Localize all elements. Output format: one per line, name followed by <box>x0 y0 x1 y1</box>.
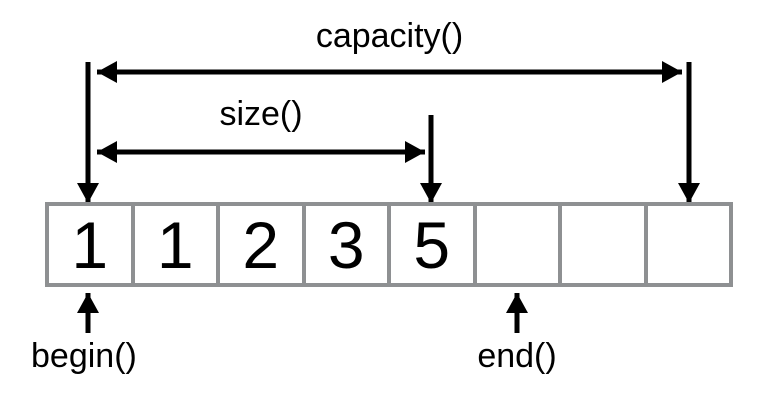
vector-cell-3: 3 <box>303 204 389 285</box>
size-label: size() <box>219 95 303 133</box>
vector-cell-5 <box>474 204 560 285</box>
end-label: end() <box>477 337 557 375</box>
vector-cell-0: 1 <box>47 204 133 285</box>
vector-cell-4: 5 <box>389 204 475 285</box>
capacity-label: capacity() <box>315 17 464 55</box>
vector-cell-2: 2 <box>218 204 304 285</box>
vector-cell-7 <box>645 204 731 285</box>
vector-cell-6 <box>560 204 646 285</box>
vector-cells-row: 1 1 2 3 5 <box>45 202 733 287</box>
begin-label: begin() <box>31 337 137 375</box>
vector-cell-1: 1 <box>132 204 218 285</box>
